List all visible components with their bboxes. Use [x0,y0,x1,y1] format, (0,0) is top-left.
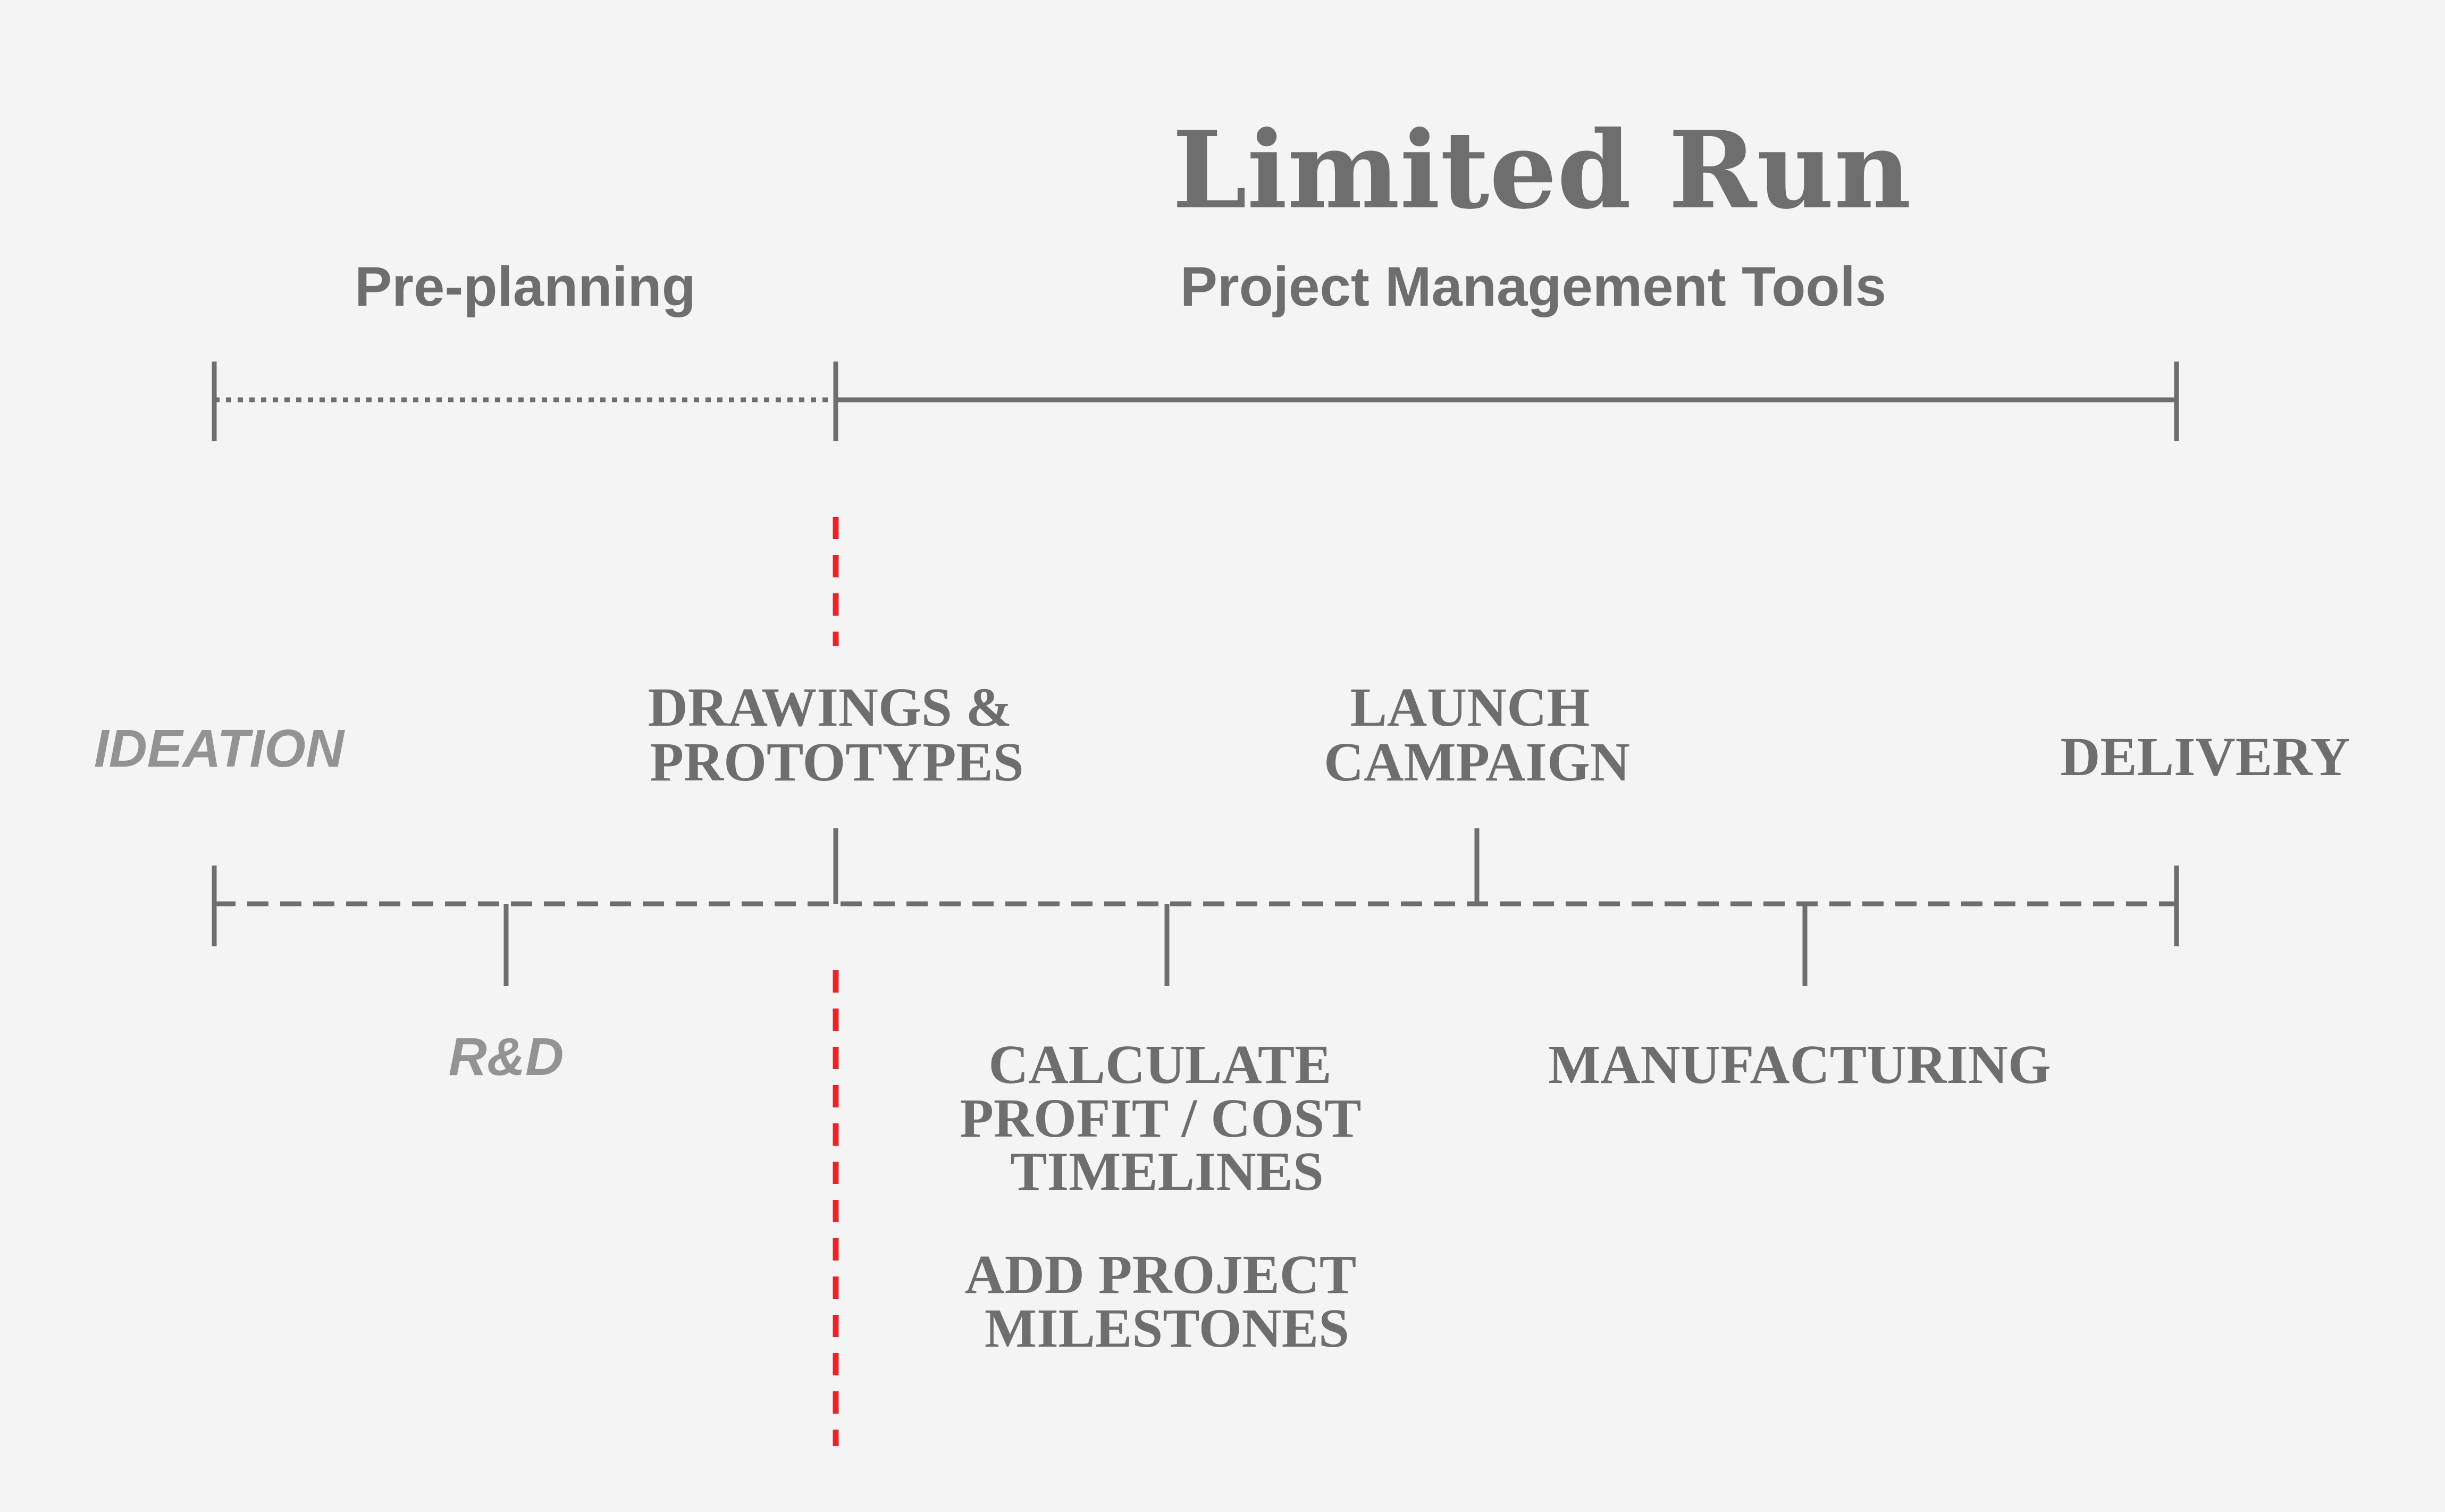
phase-bar [212,362,2179,441]
step-manufacturing: MANUFACTURING [1548,1034,2051,1095]
step-calculate-line: CALCULATE [988,1034,1331,1095]
diagram-title: Limited Run [1172,108,1911,233]
step-drawings: DRAWINGS & PROTOTYPES [648,677,1026,793]
step-launch-line: LAUNCH [1350,677,1590,738]
step-launch: LAUNCH CAMPAIGN [1324,677,1630,793]
step-milestones-line: ADD PROJECT [965,1244,1356,1305]
step-drawings-line: DRAWINGS & [648,677,1012,738]
step-drawings-line: PROTOTYPES [650,732,1023,793]
step-rnd: R&D [449,1027,564,1087]
step-ideation: IDEATION [94,719,345,778]
step-launch-line: CAMPAIGN [1324,732,1630,793]
section-project-tools-label: Project Management Tools [1180,256,1886,318]
timeline [212,828,2179,986]
step-delivery: DELIVERY [2060,726,2350,787]
step-calculate-line: TIMELINES [1010,1141,1324,1202]
section-preplanning-label: Pre-planning [355,256,696,318]
step-calculate-line: PROFIT / COST [960,1088,1360,1149]
step-milestones: ADD PROJECT MILESTONES [965,1244,1369,1359]
step-calculate: CALCULATE PROFIT / COST TIMELINES [960,1034,1374,1202]
step-milestones-line: MILESTONES [985,1298,1349,1359]
